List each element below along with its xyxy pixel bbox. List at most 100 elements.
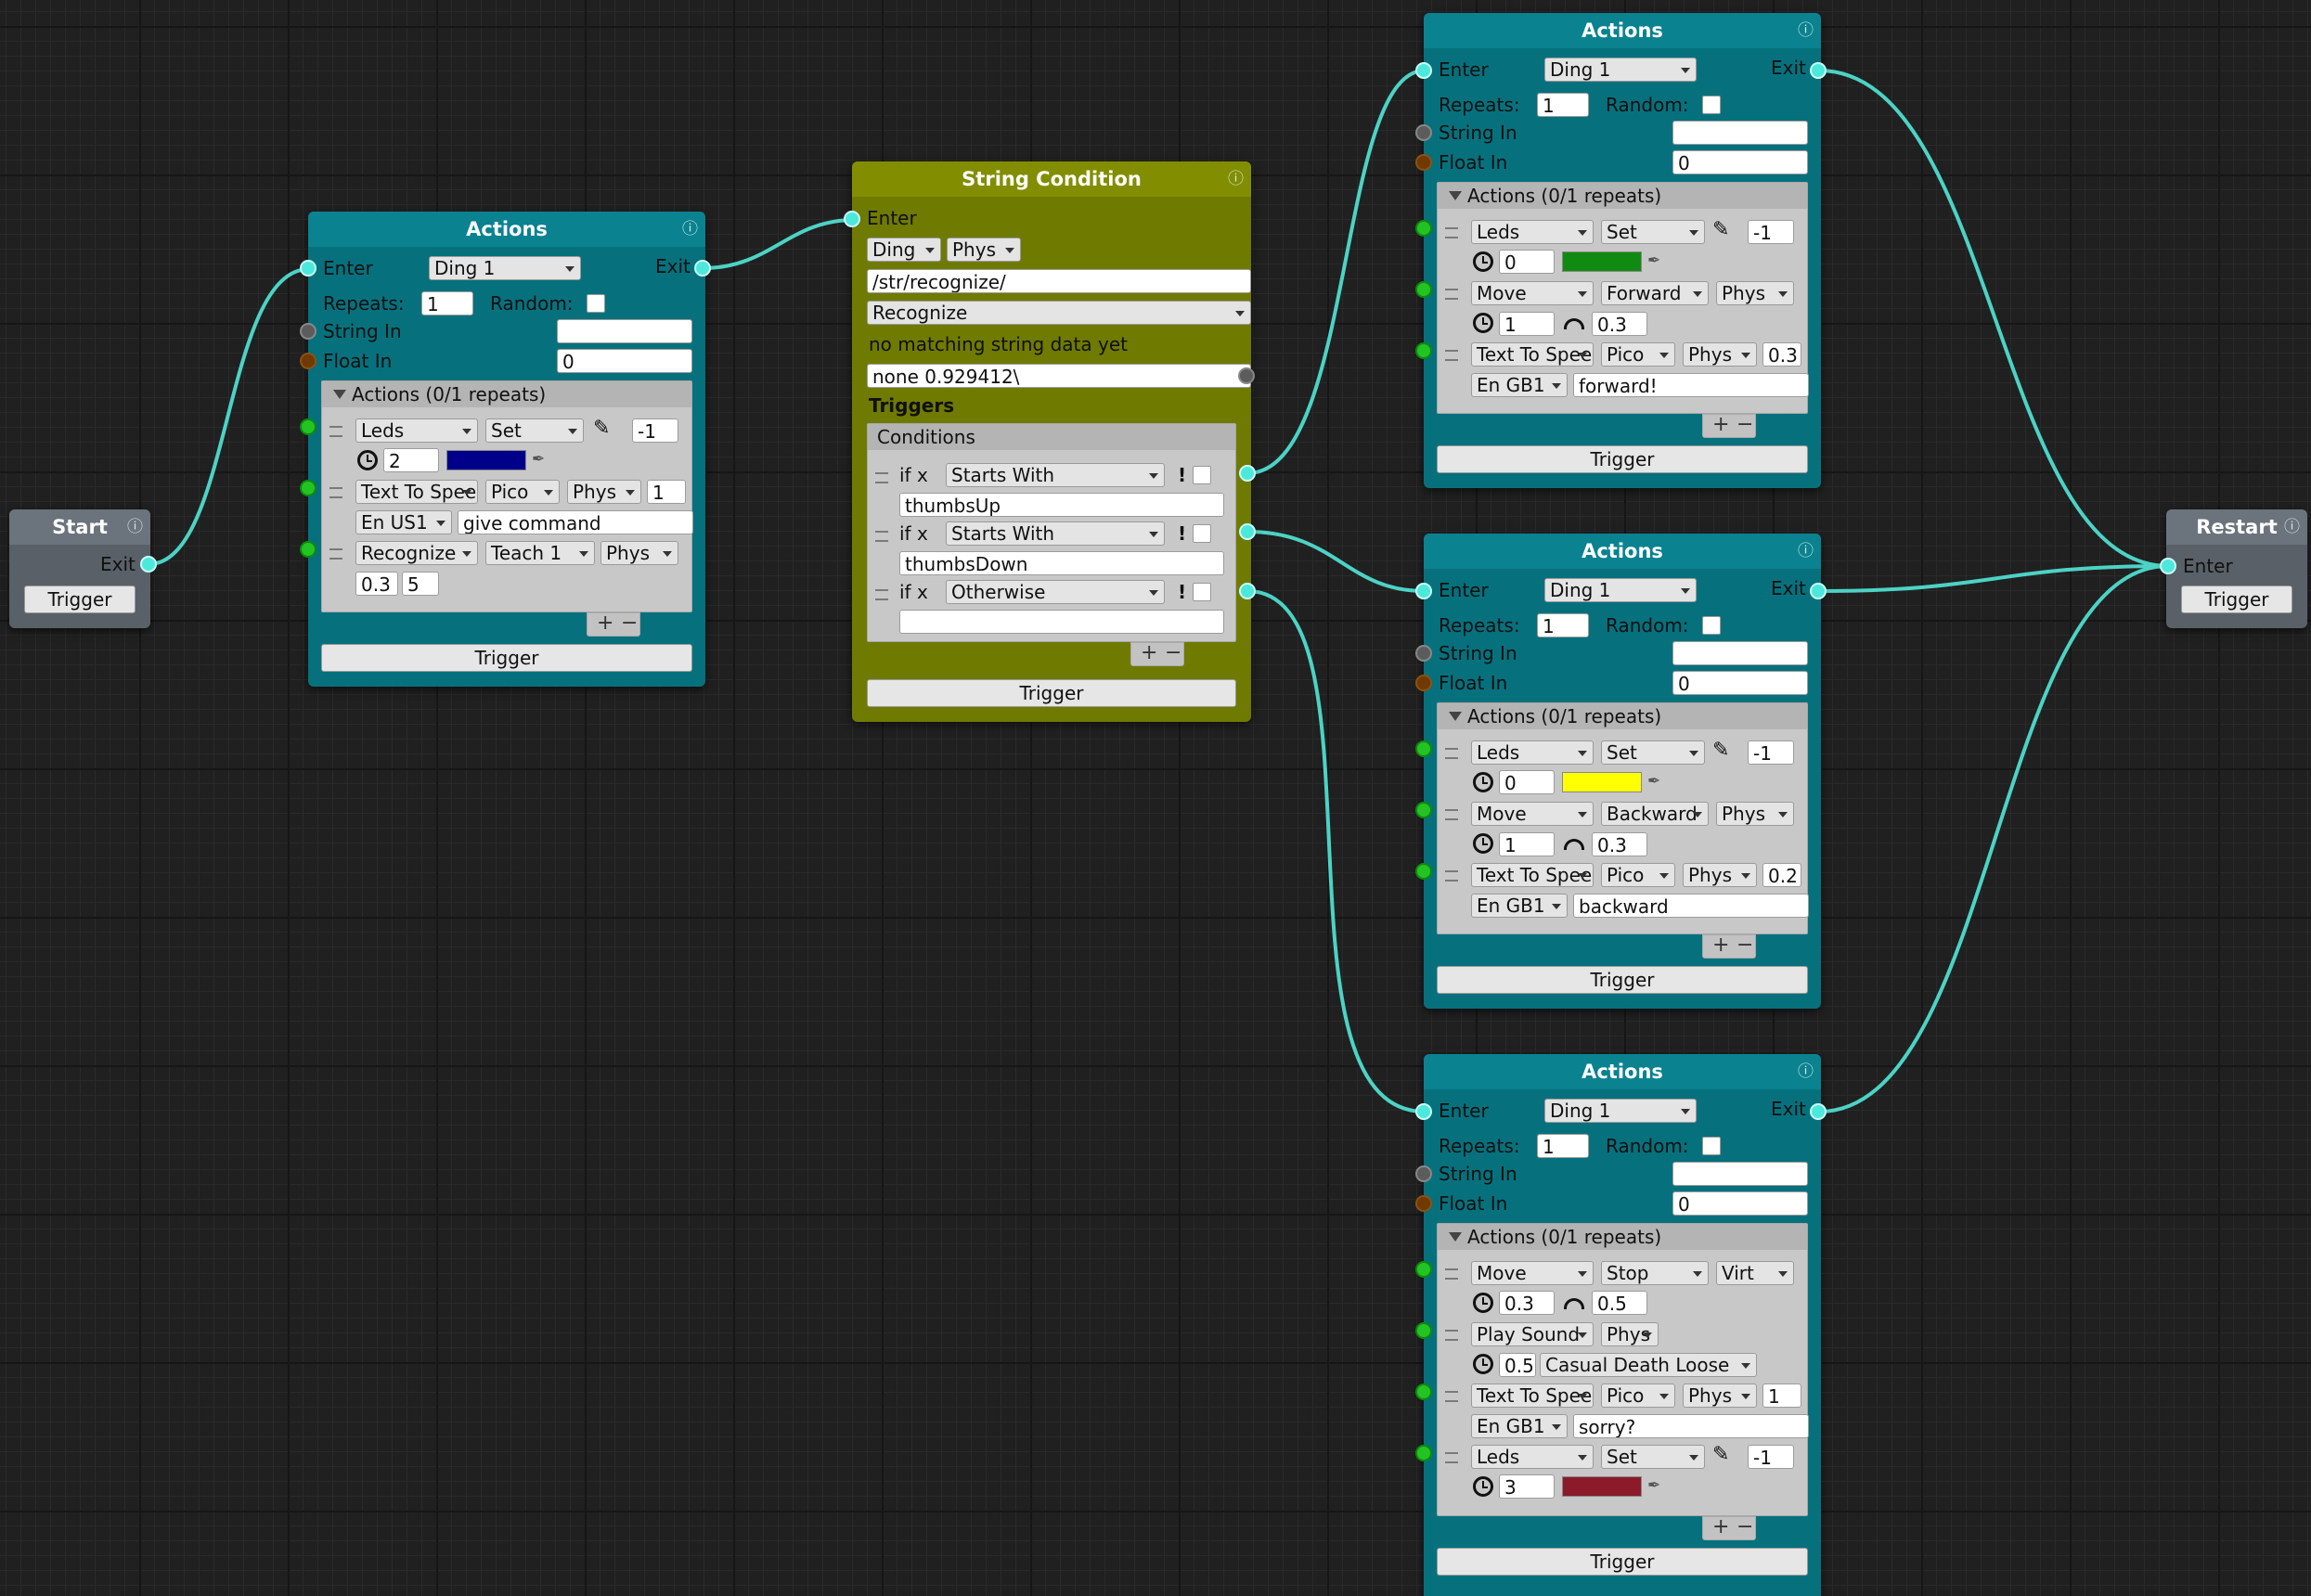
led-value-input[interactable]: -1 [1748,1445,1794,1469]
remove-button[interactable]: − [1165,641,1182,664]
speech-value-input[interactable]: 0.3 [1762,342,1801,367]
trigger-button[interactable]: Trigger [1437,1548,1808,1576]
speed-input[interactable]: 0.3 [1592,832,1647,856]
float-in-port[interactable] [300,353,316,369]
color-picker-icon[interactable]: ✒ [1647,772,1661,791]
random-checkbox[interactable] [1702,96,1721,114]
action-type-dropdown[interactable]: Leds [1471,220,1594,244]
add-remove-controls[interactable]: +− [1702,1516,1756,1540]
voice-dropdown[interactable]: Pico [485,480,560,504]
exit-port[interactable] [1810,583,1827,599]
negate-checkbox[interactable] [1193,583,1211,601]
time-input[interactable]: 0.5 [1499,1353,1536,1377]
trigger-button[interactable]: Trigger [1437,445,1808,473]
drag-handle[interactable] [875,472,888,483]
target-dropdown[interactable]: Phys [1601,1322,1659,1346]
add-remove-controls[interactable]: +− [587,612,640,637]
drag-handle[interactable] [1445,289,1458,300]
drag-handle[interactable] [329,548,342,560]
speed-input[interactable]: 0.5 [1592,1291,1647,1315]
condition-value-input[interactable]: thumbsUp [899,493,1224,517]
string-in-input[interactable] [557,319,692,343]
language-dropdown[interactable]: En US1 [355,510,452,534]
actions-list-header[interactable]: Actions (0/1 repeats) [1438,703,1807,729]
float-in-port[interactable] [1415,1195,1432,1212]
enter-port[interactable] [1415,583,1432,599]
action-type-dropdown[interactable]: Leds [1471,1445,1594,1469]
trigger-button[interactable]: Trigger [867,679,1236,707]
eyedropper-icon[interactable]: ✎ [1712,218,1730,241]
model-dropdown[interactable]: Teach 1 [485,541,595,565]
speech-text-input[interactable]: sorry? [1573,1414,1809,1438]
source-dropdown[interactable]: Ding [867,238,941,262]
threshold-input[interactable]: 0.3 [355,572,398,596]
start-trigger-button[interactable]: Trigger [24,586,136,613]
exit-port[interactable] [1810,62,1827,79]
actions-list-header[interactable]: Actions (0/1 repeats) [1438,183,1807,209]
led-color-swatch[interactable] [1562,772,1642,792]
speech-value-input[interactable]: 1 [1762,1384,1801,1408]
speech-text-input[interactable]: forward! [1573,373,1809,397]
exit-port[interactable] [694,260,711,277]
restart-enter-port[interactable] [2160,558,2176,574]
remove-button[interactable]: − [1736,413,1754,436]
sound-dropdown[interactable]: Ding 1 [1544,1099,1697,1123]
target-dropdown[interactable]: Phys [1716,281,1794,305]
time-input[interactable]: 2 [383,448,439,472]
trigger-button[interactable]: Trigger [321,644,692,672]
drag-handle[interactable] [1445,1391,1458,1402]
path-input[interactable]: /str/recognize/ [867,269,1251,293]
action-type-dropdown[interactable]: Recognize [355,541,478,565]
random-checkbox[interactable] [587,294,605,313]
repeats-input[interactable]: 1 [421,291,473,315]
repeats-input[interactable]: 1 [1537,93,1589,117]
string-in-port[interactable] [1415,124,1432,141]
add-button[interactable]: + [597,611,614,635]
language-dropdown[interactable]: En GB1 [1471,1414,1568,1438]
add-button[interactable]: + [1712,413,1730,436]
led-value-input[interactable]: -1 [1748,740,1794,765]
add-button[interactable]: + [1141,641,1158,664]
start-exit-port[interactable] [140,556,157,573]
trigger-button[interactable]: Trigger [1437,966,1808,994]
condition-operator-dropdown[interactable]: Starts With [946,521,1165,546]
condition-1-out-port[interactable] [1239,465,1256,482]
random-checkbox[interactable] [1702,1137,1721,1155]
string-in-port[interactable] [1415,1165,1432,1182]
target-dropdown[interactable]: Phys [1716,802,1794,826]
speech-value-input[interactable]: 1 [647,480,686,504]
time-input[interactable]: 1 [1499,832,1555,856]
float-in-port[interactable] [1415,675,1432,691]
data-out-port[interactable] [1238,367,1255,384]
action-port[interactable] [300,541,316,558]
negate-checkbox[interactable] [1193,524,1211,543]
time-input[interactable]: 0 [1499,770,1555,794]
remove-button[interactable]: − [1736,1515,1754,1538]
sound-dropdown[interactable]: Ding 1 [1544,578,1697,602]
drag-handle[interactable] [1445,227,1458,238]
action-port[interactable] [300,480,316,496]
add-button[interactable]: + [1712,1515,1730,1538]
action-port[interactable] [1415,281,1432,298]
mode-dropdown[interactable]: Recognize [867,301,1251,325]
drag-handle[interactable] [329,426,342,437]
voice-dropdown[interactable]: Pico [1601,342,1675,367]
direction-dropdown[interactable]: Backward [1601,802,1709,826]
condition-2-out-port[interactable] [1239,523,1256,540]
condition-value-input[interactable]: thumbsDown [899,551,1224,575]
condition-3-out-port[interactable] [1239,583,1256,599]
action-port[interactable] [1415,1322,1432,1339]
time-input[interactable]: 1 [1499,312,1555,336]
drag-handle[interactable] [1445,1330,1458,1341]
add-remove-controls[interactable]: +− [1130,642,1184,666]
drag-handle[interactable] [875,589,888,600]
sound-dropdown[interactable]: Ding 1 [1544,58,1697,82]
action-type-dropdown[interactable]: Move [1471,802,1594,826]
led-mode-dropdown[interactable]: Set [1601,1445,1705,1469]
float-in-input[interactable]: 0 [1672,150,1808,174]
string-in-port[interactable] [300,323,316,340]
action-type-dropdown[interactable]: Text To Speech [1471,1384,1594,1408]
